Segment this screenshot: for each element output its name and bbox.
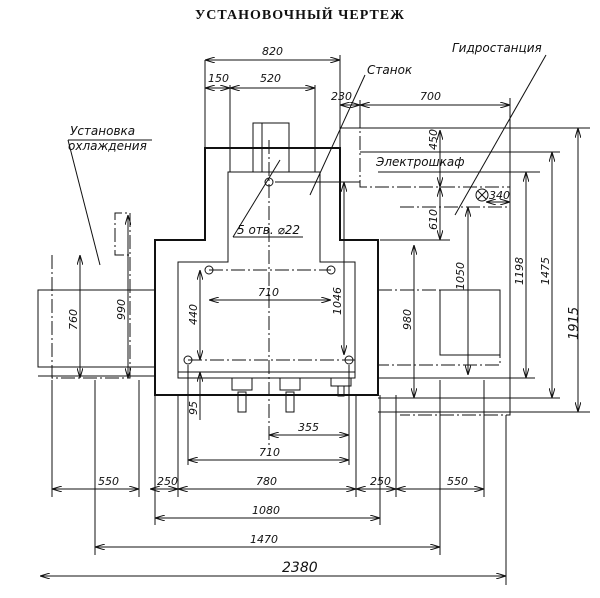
dim-520: 520 xyxy=(260,72,281,85)
dim-990: 990 xyxy=(115,299,128,320)
mounting-holes xyxy=(183,140,355,445)
dim-250-left: 250 xyxy=(157,475,178,488)
dim-1050: 1050 xyxy=(454,262,467,290)
dim-820: 820 xyxy=(262,45,283,58)
electrical-cabinet-outline xyxy=(359,127,511,416)
dim-340: 340 xyxy=(489,189,510,202)
label-hydro-station: Гидростанция xyxy=(452,41,542,55)
right-dimensions xyxy=(340,127,590,413)
dim-1915: 1915 xyxy=(567,307,582,340)
dim-760: 760 xyxy=(67,309,80,330)
label-cooling-2: охлаждения xyxy=(68,139,147,153)
bottom-dimensions xyxy=(40,380,507,585)
dim-550-left: 550 xyxy=(98,475,119,488)
inner-dimensions xyxy=(187,181,360,465)
left-dimensions xyxy=(80,215,128,378)
dim-1470: 1470 xyxy=(250,533,278,546)
dim-230: 230 xyxy=(331,90,352,103)
label-cooling-1: Установка xyxy=(70,124,135,138)
dim-780: 780 xyxy=(256,475,277,488)
dim-355: 355 xyxy=(298,421,319,434)
lamp-icon xyxy=(475,188,489,202)
dim-550-right: 550 xyxy=(447,475,468,488)
label-machine: Станок xyxy=(367,63,413,77)
dim-700: 700 xyxy=(420,90,441,103)
dim-1475: 1475 xyxy=(539,257,552,285)
label-holes-note: 5 отв. ⌀22 xyxy=(237,223,300,237)
machine-outline xyxy=(154,122,379,396)
dim-1198: 1198 xyxy=(513,257,526,285)
label-electrical-cabinet: Электрошкаф xyxy=(375,155,464,169)
dim-1046: 1046 xyxy=(331,287,344,315)
cooling-unit-outline xyxy=(37,212,156,379)
dim-250-right: 250 xyxy=(370,475,391,488)
dim-980: 980 xyxy=(401,309,414,330)
dim-150: 150 xyxy=(208,72,229,85)
drawing-title: УСТАНОВОЧНЫЙ ЧЕРТЕЖ xyxy=(195,8,405,23)
leader-lines xyxy=(67,54,547,266)
handwheels xyxy=(231,377,352,413)
dim-2380: 2380 xyxy=(282,560,318,576)
top-dimensions xyxy=(204,55,511,415)
dim-1080: 1080 xyxy=(252,504,280,517)
dim-450: 450 xyxy=(427,129,440,150)
dim-710-base: 710 xyxy=(259,446,280,459)
dim-710-holes: 710 xyxy=(258,286,279,299)
dim-610: 610 xyxy=(427,209,440,230)
dim-95: 95 xyxy=(187,401,200,415)
dim-440: 440 xyxy=(187,304,200,325)
